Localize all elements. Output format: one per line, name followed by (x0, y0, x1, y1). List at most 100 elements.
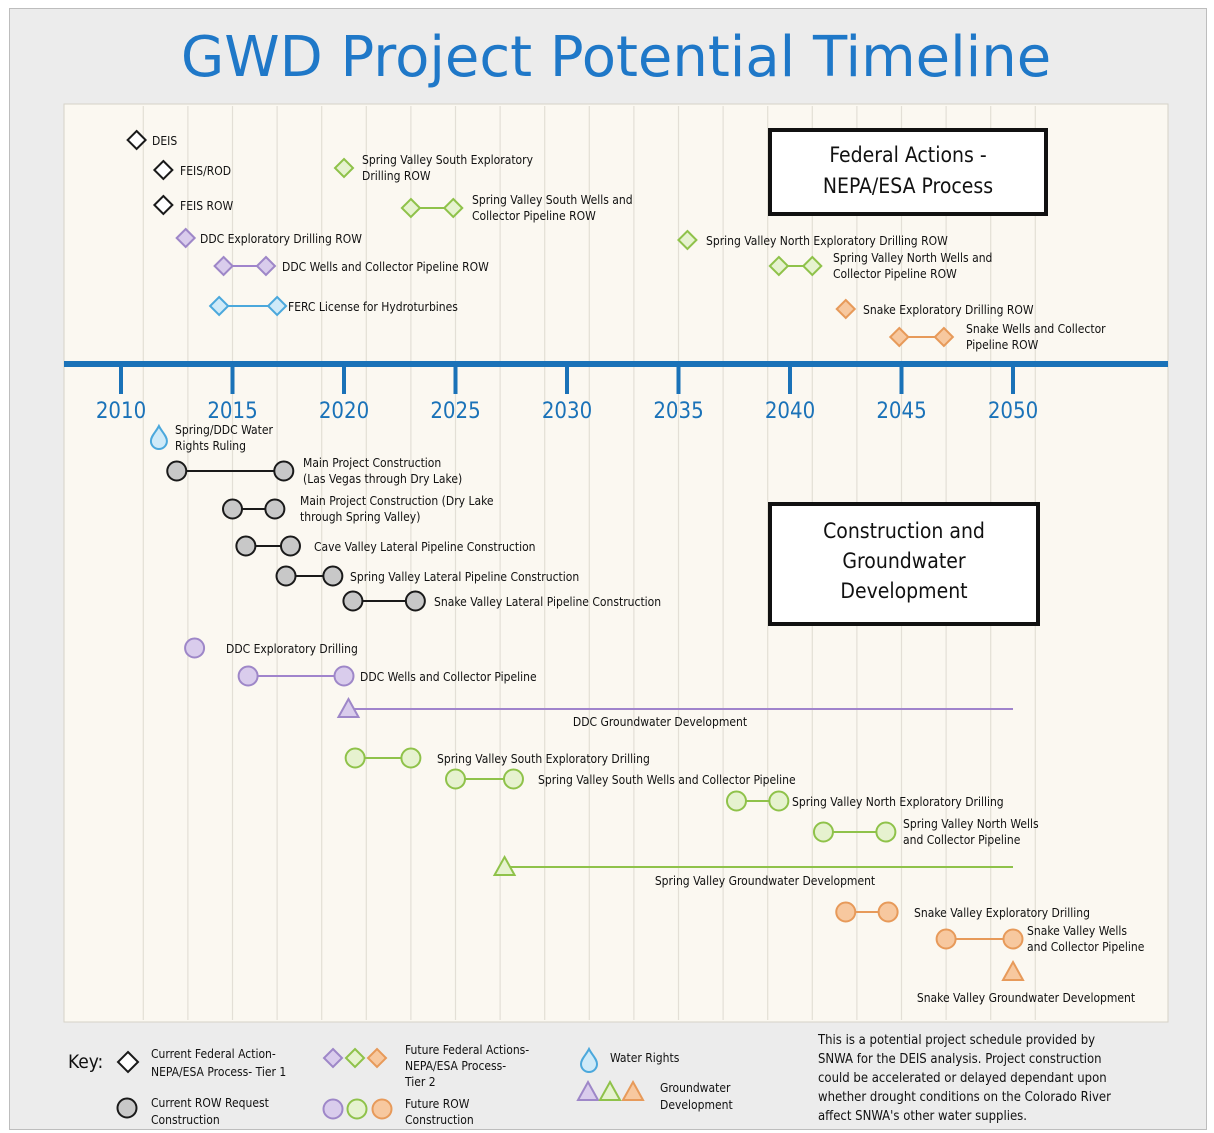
key-label: NEPA/ESA Process- (405, 1059, 506, 1073)
federal-action-label: Spring Valley South Exploratory (362, 153, 534, 167)
construction-item: Main Project Construction(Las Vegas thro… (166, 456, 462, 486)
milestone-diamond-icon (933, 326, 955, 348)
federal-action-label: FERC License for Hydroturbines (288, 300, 458, 314)
milestone-circle-icon (400, 747, 422, 769)
construction-label: (Las Vegas through Dry Lake) (303, 472, 462, 486)
construction-item: Snake Valley Exploratory Drilling (835, 901, 1090, 923)
milestone-diamond-icon (400, 197, 422, 219)
construction-item: Spring Valley Lateral Pipeline Construct… (275, 565, 579, 587)
federal-action-label: Spring Valley South Wells and (472, 193, 633, 207)
construction-item: Spring Valley North Exploratory Drilling (725, 790, 1004, 812)
year-label: 2035 (653, 399, 703, 424)
construction-item: Spring Valley North Wells and Collector P… (812, 817, 1039, 847)
federal-action-item: DDC Wells and Collector Pipeline ROW (213, 255, 489, 277)
milestone-diamond-icon (255, 255, 277, 277)
key-heading: Key: (68, 1051, 103, 1073)
construction-label: DDC Wells and Collector Pipeline (360, 670, 537, 684)
federal-action-label: Snake Wells and Collector (966, 322, 1106, 336)
federal-action-label: Spring Valley North Exploratory Drilling… (706, 234, 948, 248)
key-label: Future ROW (405, 1097, 470, 1111)
milestone-diamond-icon (175, 227, 197, 249)
groundwater-triangle-icon (621, 1079, 645, 1101)
construction-box-label: Groundwater (842, 549, 966, 573)
milestone-circle-icon (322, 565, 344, 587)
construction-label: Snake Valley Lateral Pipeline Constructi… (434, 595, 661, 609)
construction-label: Main Project Construction (Dry Lake (300, 494, 494, 508)
milestone-circle-icon (342, 590, 364, 612)
construction-label: Spring Valley North Exploratory Drilling (792, 795, 1004, 809)
key-label: Tier 2 (404, 1075, 436, 1089)
milestone-diamond-icon (152, 159, 174, 181)
milestone-diamond-icon (888, 326, 910, 348)
water-rights-label: Rights Ruling (175, 439, 246, 453)
schedule-note-line: could be accelerated or delayed dependan… (818, 1071, 1107, 1086)
milestone-circle-icon (404, 590, 426, 612)
water-rights-label: Spring/DDC Water (175, 423, 273, 437)
milestone-diamond-icon (366, 1047, 388, 1069)
construction-label: through Spring Valley) (300, 510, 420, 524)
groundwater-label: Spring Valley Groundwater Development (655, 874, 875, 888)
key-label: Future Federal Actions- (405, 1043, 529, 1057)
milestone-diamond-icon (116, 1050, 140, 1074)
federal-actions-box-label: Federal Actions - (829, 143, 986, 167)
year-label: 2020 (319, 399, 369, 424)
construction-label: Spring Valley South Exploratory Drilling (437, 752, 650, 766)
key-label: Groundwater (660, 1081, 731, 1095)
construction-label: Snake Valley Wells (1027, 924, 1127, 938)
milestone-diamond-icon (152, 194, 174, 216)
federal-action-label: Collector Pipeline ROW (833, 267, 957, 281)
federal-action-item: DEIS (126, 129, 177, 151)
year-label: 2030 (542, 399, 592, 424)
key-label: Water Rights (610, 1051, 680, 1065)
federal-action-item: DDC Exploratory Drilling ROW (175, 227, 362, 249)
milestone-circle-icon (166, 460, 188, 482)
milestone-circle-icon (184, 637, 206, 659)
year-label: 2025 (430, 399, 480, 424)
groundwater-triangle-icon (598, 1079, 622, 1101)
construction-label: Cave Valley Lateral Pipeline Constructio… (314, 540, 536, 554)
milestone-circle-icon (222, 498, 243, 520)
construction-label: Spring Valley North Wells (903, 817, 1039, 831)
federal-action-item: FERC License for Hydroturbines (208, 295, 458, 317)
milestone-circle-icon (835, 901, 857, 923)
federal-action-label: Drilling ROW (362, 169, 431, 183)
milestone-circle-icon (877, 901, 899, 923)
milestone-diamond-icon (835, 298, 857, 320)
schedule-note-line: affect SNWA's other water supplies. (818, 1109, 1027, 1124)
federal-action-item: FEIS ROW (152, 194, 233, 216)
construction-item: Snake Valley Wells and Collector Pipeline (935, 924, 1145, 954)
schedule-note-line: This is a potential project schedule pro… (817, 1033, 1095, 1048)
milestone-circle-icon (237, 665, 259, 687)
key-label: Construction (151, 1113, 220, 1127)
groundwater-label: DDC Groundwater Development (573, 715, 747, 729)
construction-label: and Collector Pipeline (903, 833, 1021, 847)
milestone-diamond-icon (442, 197, 464, 219)
groundwater-triangle-icon (336, 696, 361, 718)
groundwater-triangle-icon (1001, 959, 1025, 981)
construction-item: Spring Valley South Exploratory Drilling (344, 747, 650, 769)
milestone-circle-icon (333, 665, 355, 687)
milestone-diamond-icon (333, 157, 355, 179)
water-drop-icon (579, 1046, 599, 1073)
milestone-circle-icon (812, 821, 834, 843)
federal-action-label: DDC Exploratory Drilling ROW (200, 232, 362, 246)
milestone-diamond-icon (208, 295, 230, 317)
groundwater-item: DDC Groundwater Development (336, 696, 1013, 729)
milestone-circle-icon (725, 790, 747, 812)
federal-action-label: Snake Exploratory Drilling ROW (863, 303, 1034, 317)
construction-label: Spring Valley South Wells and Collector … (538, 773, 796, 787)
federal-action-label: DDC Wells and Collector Pipeline ROW (282, 260, 489, 274)
schedule-note-line: whether drought conditions on the Colora… (818, 1090, 1111, 1105)
milestone-diamond-icon (126, 129, 148, 151)
construction-item: Cave Valley Lateral Pipeline Constructio… (235, 535, 536, 557)
federal-action-label: Pipeline ROW (966, 338, 1039, 352)
construction-item: Snake Valley Lateral Pipeline Constructi… (342, 590, 661, 612)
construction-label: and Collector Pipeline (1027, 940, 1145, 954)
key-label: NEPA/ESA Process- Tier 1 (151, 1065, 286, 1079)
construction-item: DDC Wells and Collector Pipeline (237, 665, 537, 687)
schedule-note-line: SNWA for the DEIS analysis. Project cons… (818, 1052, 1102, 1067)
groundwater-item: Spring Valley Groundwater Development (492, 854, 1013, 888)
groundwater-triangle-icon (576, 1079, 600, 1101)
